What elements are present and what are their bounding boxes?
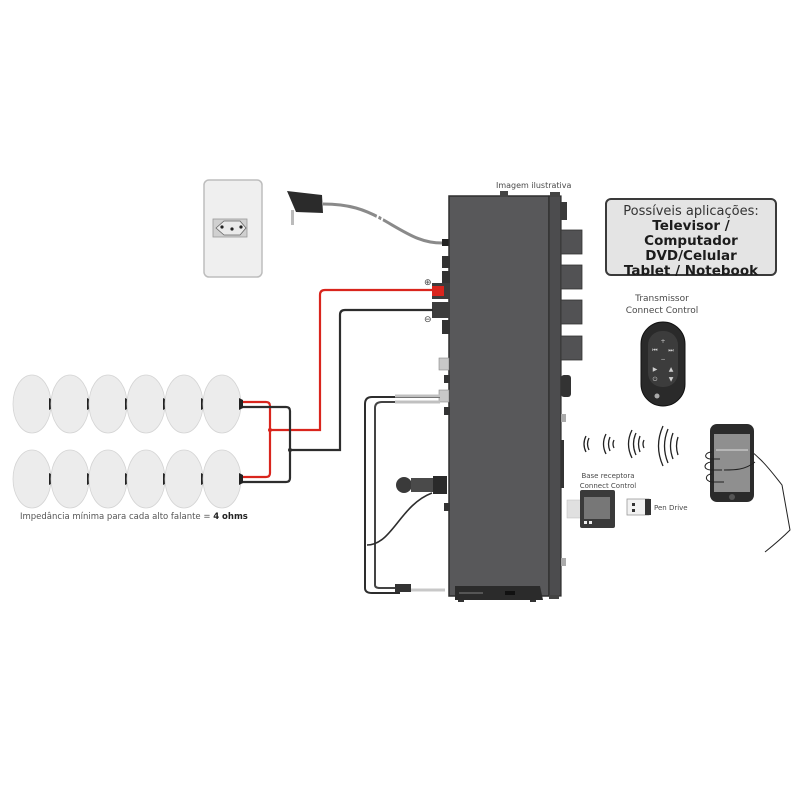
- amplifier: [432, 191, 583, 600]
- impedance-note: Impedância mínima para cada alto falante…: [20, 512, 248, 522]
- receiver-label: Base receptora Connect Control: [568, 471, 648, 491]
- receiver-label-line2: Connect Control: [579, 482, 637, 490]
- rca-cable: [364, 394, 445, 594]
- power-adapter: [287, 191, 450, 246]
- applications-title: Possíveis aplicações:: [623, 204, 759, 219]
- speaker-array: [12, 374, 243, 509]
- svg-text:⏭: ⏭: [668, 347, 674, 354]
- svg-text:+: +: [660, 338, 665, 345]
- wall-outlet: [203, 179, 263, 278]
- smartphone: [704, 424, 791, 553]
- transmitter-label-line1: Transmissor: [635, 294, 689, 304]
- transmitter-label: Transmissor Connect Control: [612, 293, 712, 317]
- microphone: [366, 476, 447, 546]
- receiver-label-line1: Base receptora: [581, 472, 635, 480]
- remote-transmitter: + ⏮ ⏭ − ▶ ▲ ⏻ ▼: [640, 321, 686, 407]
- impedance-text: Impedância mínima para cada alto falante…: [20, 512, 214, 522]
- applications-box: Possíveis aplicações: Televisor / Comput…: [605, 198, 777, 279]
- svg-text:▶: ▶: [653, 366, 658, 373]
- illustrative-caption: Imagem ilustrativa: [496, 181, 572, 190]
- speaker: [202, 374, 243, 434]
- svg-text:⏻: ⏻: [653, 376, 658, 383]
- speaker: [202, 449, 243, 509]
- svg-text:▼: ▼: [669, 376, 674, 383]
- svg-text:−: −: [660, 356, 665, 363]
- dvd-player: [455, 586, 543, 602]
- application-item: Televisor / Computador: [644, 218, 738, 249]
- pen-drive: [626, 498, 651, 516]
- negative-terminal-mark: ⊖: [424, 315, 432, 325]
- positive-terminal-mark: ⊕: [424, 278, 432, 288]
- svg-text:⏮: ⏮: [652, 347, 658, 354]
- impedance-value: 4 ohms: [213, 512, 248, 522]
- speaker-wiring: [234, 288, 433, 484]
- application-item: DVD/Celular: [645, 248, 737, 264]
- transmitter-label-line2: Connect Control: [625, 306, 699, 316]
- wireless-signal-icon: [583, 425, 679, 467]
- application-item: Tablet / Notebook: [623, 263, 759, 279]
- svg-text:▲: ▲: [669, 366, 674, 373]
- pen-drive-label: Pen Drive: [654, 504, 688, 512]
- receiver-base: [566, 490, 615, 528]
